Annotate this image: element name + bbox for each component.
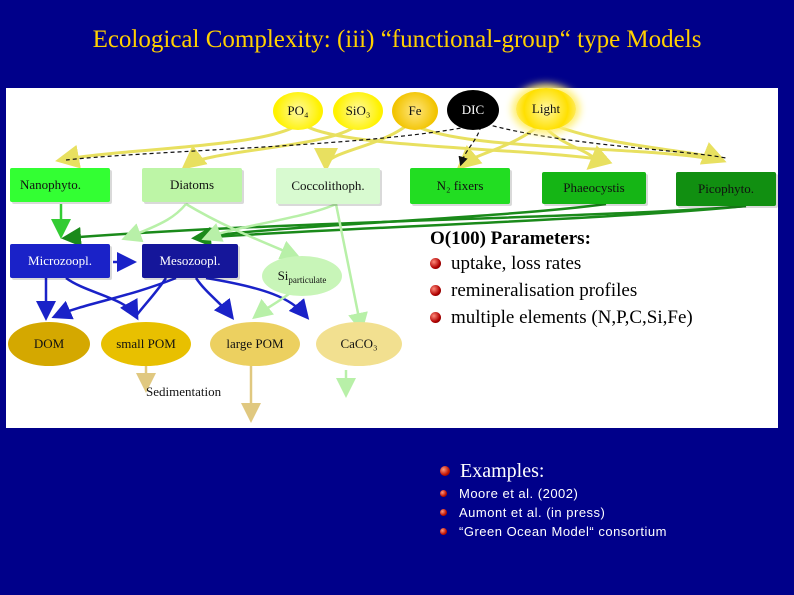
bullet-icon [440, 528, 447, 535]
si-particulate-subscript: particulate [288, 275, 327, 285]
dom-node: DOM [8, 322, 90, 366]
light-node: Light [516, 88, 576, 130]
po4-node: PO₄ [273, 92, 323, 130]
example-item-text: “Green Ocean Model“ consortium [459, 524, 667, 539]
bullet-icon [440, 466, 450, 476]
bullet-icon [440, 509, 447, 516]
phaeocystis-node: Phaeocystis [542, 172, 646, 204]
dic-node: DIC [447, 90, 499, 130]
examples-block: Examples: Moore et al. (2002) Aumont et … [440, 458, 667, 541]
model-diagram-panel: PO₄ SiO₃ Fe DIC Light Nanophyto. Diatoms… [6, 88, 778, 428]
example-item-text: Moore et al. (2002) [459, 486, 579, 501]
parameter-item-text: multiple elements (N,P,C,Si,Fe) [451, 306, 693, 328]
si-particulate-label: Si [277, 268, 289, 283]
bullet-icon [430, 285, 441, 296]
bullet-icon [440, 490, 447, 497]
parameters-heading: O(100) Parameters: [430, 228, 591, 249]
diatoms-node: Diatoms [142, 168, 242, 202]
nanophyto-node: Nanophyto. [10, 168, 110, 202]
fe-node: Fe [392, 92, 438, 130]
sio3-node: SiO₃ [333, 92, 383, 130]
examples-heading: Examples: [440, 458, 667, 484]
sedimentation-label: Sedimentation [146, 384, 222, 399]
parameter-item: uptake, loss rates [430, 250, 770, 277]
examples-heading-text: Examples: [460, 459, 545, 482]
example-item-text: Aumont et al. (in press) [459, 505, 606, 520]
bullet-icon [430, 312, 441, 323]
coccolith-node: Coccolithoph. [276, 168, 380, 204]
parameter-item: multiple elements (N,P,C,Si,Fe) [430, 304, 770, 331]
example-item: “Green Ocean Model“ consortium [440, 522, 667, 541]
microzoopl-node: Microzoopl. [10, 244, 110, 278]
parameter-item-text: uptake, loss rates [451, 252, 582, 274]
example-item: Aumont et al. (in press) [440, 503, 667, 522]
parameter-item: remineralisation profiles [430, 277, 770, 304]
parameter-item-text: remineralisation profiles [451, 279, 638, 301]
caco3-node: CaCO₃ [316, 322, 402, 366]
flow-arrows [36, 123, 747, 423]
example-item: Moore et al. (2002) [440, 484, 667, 503]
small-pom-node: small POM [101, 322, 191, 366]
picophyto-node: Picophyto. [676, 172, 776, 206]
slide-title: Ecological Complexity: (iii) “functional… [92, 26, 702, 53]
mesozoopl-node: Mesozoopl. [142, 244, 238, 278]
n2fixers-node: N₂ fixers [410, 168, 510, 204]
large-pom-node: large POM [210, 322, 300, 366]
parameters-block: O(100) Parameters: uptake, loss rates re… [430, 228, 770, 331]
bullet-icon [430, 258, 441, 269]
